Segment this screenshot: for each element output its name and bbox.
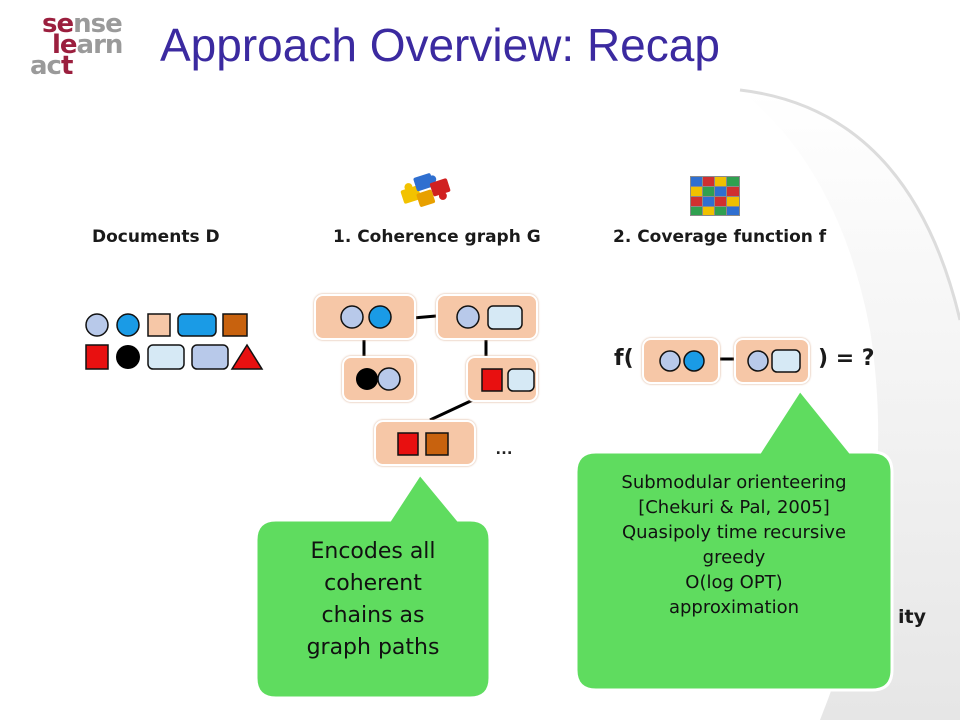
callout-line: O(log OPT) [685,572,783,593]
callout-left-text: Encodes all coherent chains as graph pat… [266,536,480,664]
graph-node [374,420,476,466]
logo-text: le [52,30,78,60]
callout-line: graph paths [306,635,440,660]
logo-text: arn [76,30,124,60]
callout-right-text: Submodular orienteering [Chekuri & Pal, … [588,470,880,620]
chain-node [734,338,810,384]
formula-suffix: ) = ? [818,346,875,371]
callout-line: approximation [668,597,800,618]
callout-line: chains as [321,603,425,628]
slide-title: Approach Overview: Recap [160,19,720,71]
documents-label: Documents D [92,227,220,247]
logo-text: se [42,9,74,39]
logo-text: nse [73,9,123,39]
callout-line: coherent [324,571,422,596]
callout-line: Encodes all [310,539,436,564]
ellipsis: … [495,438,513,458]
callout-line: greedy [702,547,766,568]
node-shapes [747,349,801,373]
puzzle-grid-icon [690,176,740,216]
logo-text: ac [30,51,62,81]
chain-node [642,338,720,384]
node-shapes [659,350,705,372]
graph-node [342,356,416,402]
logo-text: t [60,51,73,81]
node-shapes [356,367,401,391]
graph-node [436,294,538,340]
callout-line: Submodular orienteering [621,472,847,493]
partial-text: ity [898,606,926,628]
formula-prefix: f( [614,346,634,371]
callout-line: [Chekuri & Pal, 2005] [638,497,830,518]
node-shapes [481,368,535,392]
sense-learn-act-logo: sense learn act [26,11,124,79]
puzzle-pieces-icon [400,173,451,207]
coverage-function-label: 2. Coverage function f [613,227,827,247]
coherence-graph-label: 1. Coherence graph G [333,227,541,247]
documents-shapes [85,313,264,370]
callout-line: Quasipoly time recursive [621,522,847,543]
node-shapes [397,432,449,456]
graph-node [466,356,538,402]
graph-node [314,294,416,340]
node-shapes [456,305,523,330]
node-shapes [340,305,392,329]
